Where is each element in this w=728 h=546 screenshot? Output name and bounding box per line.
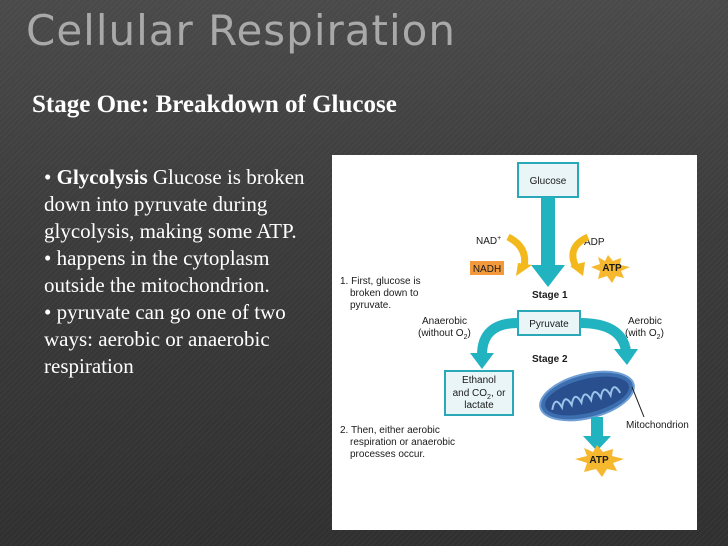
step1-line: 1. First, glucose is — [340, 276, 421, 287]
pyruvate-label: Pyruvate — [529, 319, 569, 330]
nadh-box — [470, 261, 504, 275]
products-line: lactate — [464, 400, 494, 411]
stage1-arrow-shaft — [541, 197, 555, 267]
stage2-label: Stage 2 — [532, 354, 568, 365]
bullet-text: happens in the cytoplasm outside the mit… — [44, 246, 270, 297]
nadh-label: NADH — [473, 264, 501, 275]
step2-line: respiration or anaerobic — [350, 437, 455, 448]
slide-subtitle: Stage One: Breakdown of Glucose — [32, 91, 397, 118]
bullet-text: pyruvate can go one of two ways: aerobic… — [44, 300, 286, 378]
atp-burst-bottom-icon — [575, 445, 624, 477]
adp-curve-arrowhead — [570, 262, 585, 276]
anaerobic-condition: (without O2) — [418, 328, 471, 341]
bullet-bold: Glycolysis — [56, 165, 148, 189]
nad-label: NAD+ — [476, 235, 501, 247]
anaerobic-label: Anaerobic — [422, 316, 467, 327]
aerobic-label: Aerobic — [628, 316, 662, 327]
glucose-box — [517, 162, 579, 198]
respiration-diagram: Glucose NAD+ NADH ADP ATP Stage 1 1. Fir… — [332, 155, 697, 530]
step1-line: pyruvate. — [350, 300, 391, 311]
adp-curve-icon — [569, 233, 590, 269]
bullet-item: • Glycolysis Glucose is broken down into… — [44, 165, 305, 243]
products-line: Ethanol — [462, 375, 496, 386]
anaerobic-arrow-head — [470, 353, 494, 369]
diagram-svg: Glucose NAD+ NADH ADP ATP Stage 1 1. Fir… — [340, 162, 689, 477]
mitochondrion-label: Mitochondrion — [626, 420, 689, 431]
atp-bottom-label: ATP — [589, 455, 609, 466]
bullet-item: • happens in the cytoplasm outside the m… — [44, 246, 270, 297]
glucose-label: Glucose — [530, 176, 567, 187]
slide-title: Cellular Respiration — [26, 6, 456, 55]
products-line: and CO2, or — [453, 388, 506, 401]
step2-line: processes occur. — [350, 449, 425, 460]
aerobic-arrow — [579, 318, 631, 353]
nad-curve-icon — [506, 233, 529, 268]
atp-top-label: ATP — [602, 263, 622, 274]
mitochondrion-icon — [539, 370, 635, 422]
products-box — [444, 370, 514, 416]
bullet-item: • pyruvate can go one of two ways: aerob… — [44, 300, 286, 378]
stage1-label: Stage 1 — [532, 290, 568, 301]
aerobic-condition: (with O2) — [625, 328, 664, 341]
mitochondrion-pointer — [631, 386, 645, 418]
aerobic-arrow-head — [614, 349, 638, 365]
step1-line: broken down to — [350, 288, 419, 299]
atp-arrow-shaft — [591, 417, 603, 437]
adp-label: ADP — [584, 237, 605, 248]
nad-curve-arrowhead — [516, 263, 532, 276]
atp-arrow-head — [583, 436, 611, 451]
bullet-text: Glucose is broken down into pyruvate dur… — [44, 165, 305, 243]
bullet-list: • Glycolysis Glucose is broken down into… — [44, 164, 334, 380]
stage1-arrow-head — [531, 265, 565, 287]
anaerobic-arrow — [477, 318, 519, 356]
atp-burst-top-icon — [591, 255, 630, 283]
step2-line: 2. Then, either aerobic — [340, 425, 440, 436]
